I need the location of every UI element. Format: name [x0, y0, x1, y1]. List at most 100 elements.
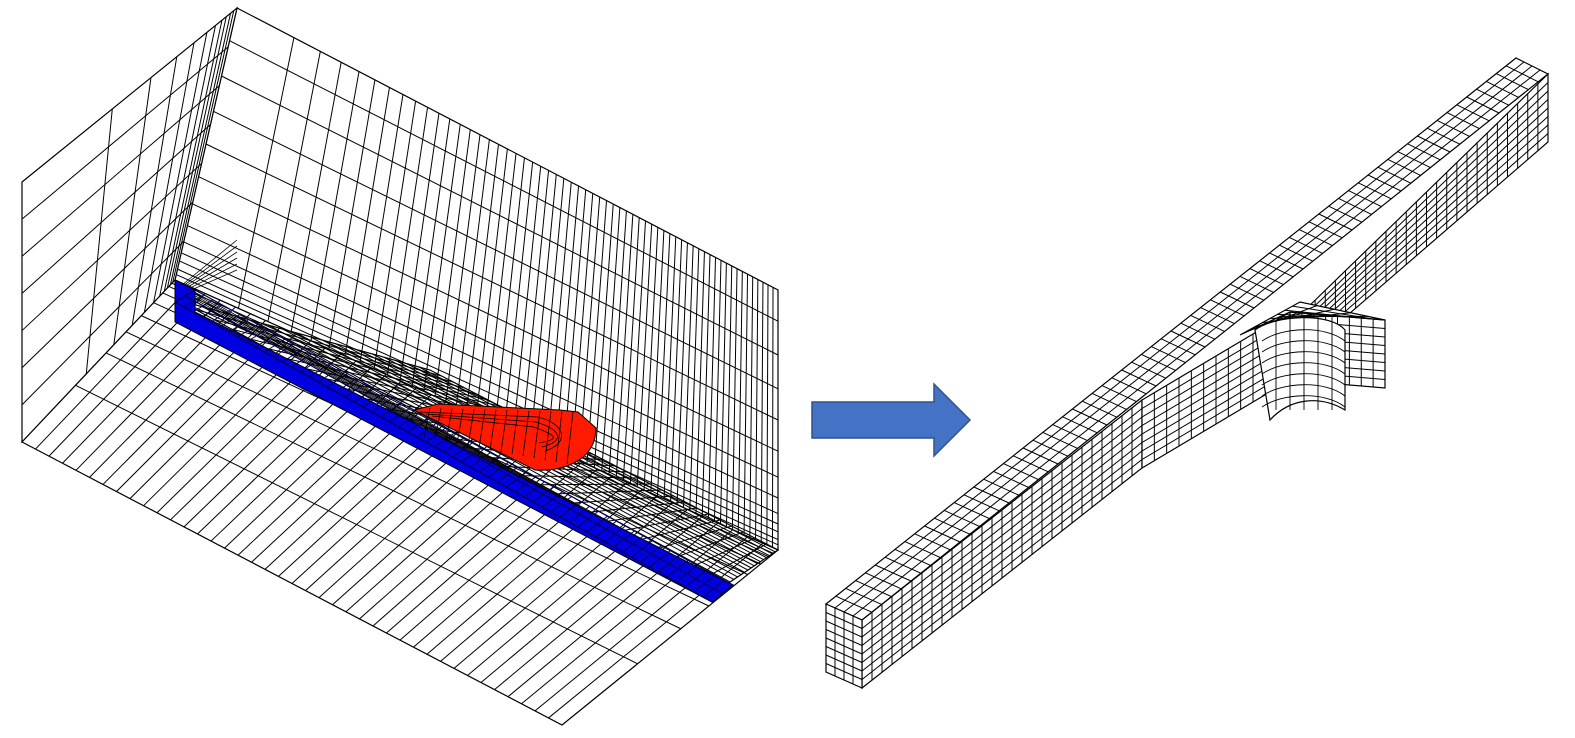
beam-top-mesh	[824, 57, 1550, 621]
beam-end-mesh-v-line-6	[825, 663, 863, 680]
red-arc-1	[419, 411, 562, 452]
blue-strip-mesh	[173, 289, 735, 603]
blue-strip-mesh-v-line-30	[452, 442, 474, 458]
beam-top-mesh-v-line-1	[843, 65, 1533, 613]
side-wall-mesh-u-line-3	[143, 42, 195, 313]
side-wall-mesh-u-line-2	[131, 56, 178, 326]
blue-strip-mesh-v-line-53	[657, 555, 680, 573]
blue-strip-mesh-v-line-32	[470, 451, 492, 468]
beam-top-mesh-v-line-2	[852, 69, 1541, 617]
blue-strip-mesh-v-line-18	[344, 383, 366, 398]
side-wall-mesh-u-line-8	[169, 13, 232, 285]
blue-strip-mesh-v-line-16	[326, 373, 348, 388]
blue-strip-mesh-v-line-21	[371, 397, 393, 413]
blue-strip-region	[173, 279, 735, 603]
side-wall-mesh-v-line-3	[21, 163, 202, 331]
side-wall-mesh-v-line-2	[21, 124, 211, 294]
blue-strip-mesh-v-line-10	[273, 343, 294, 358]
side-wall-mesh-u-line-0	[85, 108, 113, 375]
red-radial-7	[500, 410, 508, 453]
blue-strip-mesh-v-line-55	[675, 564, 698, 583]
beam-front-right-mesh-v-line-1	[1304, 90, 1549, 321]
beam-end-mesh	[825, 603, 863, 689]
red-radial-2	[445, 408, 453, 443]
blue-strip-mesh-v-line-6	[237, 323, 259, 338]
beam-front-left-mesh-v-line-0	[861, 408, 1143, 629]
floor-mesh-v-line-29	[426, 482, 628, 655]
side-wall-mesh-v-line-5	[21, 240, 185, 406]
blue-strip-mesh-v-line-20	[362, 392, 384, 408]
curved-cutout	[1254, 314, 1346, 422]
blue-strip-mesh-v-line-41	[550, 496, 572, 513]
back-wall-mesh	[174, 7, 779, 551]
blue-strip-mesh-v-line-45	[586, 515, 608, 533]
blue-strip-mesh-v-line-54	[666, 560, 689, 578]
beam-top-mesh-v-line-0	[834, 61, 1525, 609]
beam-front-left-mesh	[861, 398, 1143, 690]
blue-strip-mesh-v-line-51	[640, 545, 662, 563]
blue-strip-mesh-v-line-26	[416, 422, 438, 438]
trench-mesh-v-line-5	[285, 357, 500, 407]
back-wall-mesh-v-line-10	[177, 268, 779, 541]
beam-front-left-mesh-v-line-6	[861, 459, 1143, 680]
blue-strip-mesh-v-line-43	[568, 505, 590, 523]
cutout-surface	[1254, 317, 1346, 422]
red-patch-region	[412, 403, 597, 471]
red-patch-mesh	[419, 407, 574, 465]
blue-strip-mesh-v-line-2	[201, 304, 223, 318]
cutout-arc-4	[1261, 362, 1346, 375]
extracted-beam-mesh	[824, 57, 1550, 690]
back-wall-mesh-v-line-6	[187, 225, 779, 499]
block-top-mesh-outline	[1239, 301, 1386, 336]
transition-arrow	[811, 382, 972, 458]
blue-strip-mesh-v-line-15	[317, 368, 339, 383]
blue-strip-mesh-v-line-19	[353, 387, 375, 403]
beam-end-mesh-v-line-2	[825, 629, 863, 646]
cutout-arc-6	[1261, 384, 1346, 397]
blue-strip-mesh-v-line-42	[559, 501, 581, 518]
floor-mesh-v-line-30	[440, 488, 643, 662]
back-wall-mesh-v-line-4	[198, 176, 779, 452]
blue-strip-mesh-v-line-40	[541, 491, 563, 508]
floor-mesh-v-line-36	[521, 529, 734, 705]
red-arc-3	[431, 415, 554, 444]
blue-strip-mesh-v-line-8	[255, 333, 276, 348]
side-wall-mesh-u-line-1	[113, 77, 152, 345]
cutout-arc-1	[1261, 329, 1346, 342]
blue-strip-mesh-v-line-23	[389, 407, 411, 423]
side-wall-mesh-u-line-6	[163, 20, 223, 292]
side-wall-mesh-v-line-4	[21, 201, 194, 369]
back-wall-mesh-v-line-3	[205, 143, 779, 421]
floor-mesh-v-line-38	[548, 542, 764, 719]
blue-strip-mesh-v-line-39	[532, 486, 554, 503]
red-radial-3	[456, 408, 464, 445]
floor-mesh-v-line-32	[467, 502, 673, 676]
back-wall-mesh-v-line-8	[180, 252, 779, 525]
red-radial-6	[489, 409, 497, 451]
blue-strip-mesh-v-line-0	[183, 294, 205, 308]
trench-mesh-v-line-20	[553, 495, 674, 505]
beam-end-mesh-v-line-0	[825, 612, 863, 629]
blue-strip-mesh-v-line-3	[210, 309, 232, 323]
blue-strip-mesh-v-line-25	[407, 417, 429, 433]
side-wall-mesh-v-line-0	[21, 46, 229, 220]
red-radial-5	[478, 409, 486, 449]
notch-block	[1141, 301, 1386, 470]
trench-mesh-v-line-21	[571, 501, 686, 515]
beam-front-right-mesh-v-line-2	[1304, 99, 1549, 327]
blue-strip-mesh-v-line-47	[604, 525, 626, 543]
beam-end-mesh-v-line-4	[825, 646, 863, 663]
red-radial-10	[533, 410, 541, 459]
blue-strip-mesh-v-line-36	[505, 471, 528, 488]
blue-strip-mesh-v-line-57	[693, 574, 716, 593]
beam-front-right-mesh-v-line-0	[1304, 82, 1549, 316]
floor-mesh-v-line-28	[413, 475, 613, 648]
blue-strip-mesh-v-line-24	[398, 412, 420, 428]
blue-strip-mesh-v-line-5	[228, 319, 250, 333]
floor-mesh-v-line-0	[35, 286, 191, 450]
back-wall-mesh-v-line-5	[192, 203, 779, 478]
blue-strip-mesh-v-line-56	[684, 569, 707, 588]
side-wall-mesh-u-line-9	[172, 10, 235, 283]
beam-front-left-mesh-v-line-1	[861, 416, 1143, 638]
